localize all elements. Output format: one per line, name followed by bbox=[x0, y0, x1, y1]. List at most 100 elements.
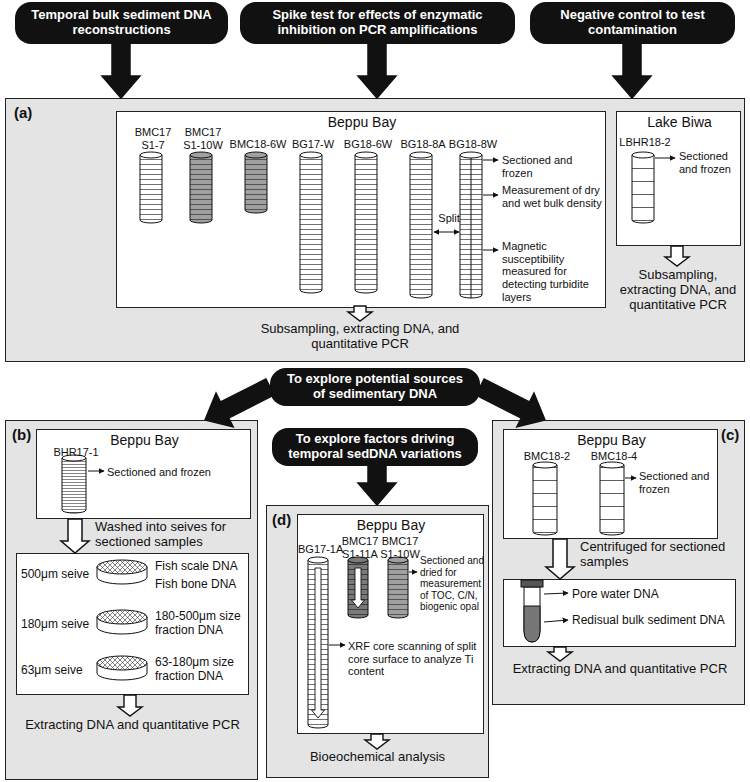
core-body bbox=[388, 560, 408, 618]
sieve-label: 500μm seive bbox=[21, 568, 97, 582]
sieve-mesh bbox=[97, 656, 147, 670]
core-top bbox=[460, 152, 482, 158]
hollow-arrow bbox=[61, 519, 89, 553]
leader-arrow bbox=[434, 232, 459, 233]
core-top bbox=[533, 462, 557, 468]
fraction-label: 180-500μm size fraction DNA bbox=[155, 610, 247, 638]
hollow-arrow bbox=[348, 306, 372, 321]
core-label: BMC18-2 bbox=[519, 450, 575, 463]
core-body bbox=[348, 560, 368, 618]
leader-arrow bbox=[544, 593, 568, 594]
note: Sectioned and frozen bbox=[679, 150, 739, 175]
step-label: Extracting DNA and quantitative PCR bbox=[500, 662, 740, 677]
tube-body bbox=[524, 587, 540, 642]
step-label: Extracting DNA and quantitative PCR bbox=[25, 718, 240, 733]
core-body bbox=[600, 465, 624, 535]
core-body bbox=[308, 560, 328, 728]
block-arrow bbox=[358, 466, 396, 505]
hollow-arrow bbox=[665, 246, 689, 266]
core-top bbox=[190, 152, 212, 158]
core-label: BMC17 S1-10W bbox=[378, 535, 422, 560]
block-arrow bbox=[205, 379, 274, 427]
core-body bbox=[632, 155, 654, 223]
goal-box: Negative control to test contamination bbox=[530, 2, 735, 44]
core-body bbox=[140, 155, 162, 223]
core-label: BG17-W bbox=[287, 138, 339, 151]
core-body bbox=[410, 155, 432, 298]
note: Split bbox=[435, 212, 463, 225]
core-top bbox=[245, 152, 267, 158]
leader-arrow bbox=[88, 471, 104, 472]
fraction-label: Fish bone DNA bbox=[155, 578, 247, 592]
core-label: BG18-8A bbox=[397, 138, 449, 151]
core-body bbox=[190, 155, 212, 223]
step-label: Subsampling, extracting DNA, and quantit… bbox=[250, 322, 470, 352]
note: Sectioned and frozen bbox=[502, 154, 604, 179]
goal-box: To explore potential sources of sediment… bbox=[270, 368, 480, 406]
core-top bbox=[388, 557, 408, 563]
note: Sectioned and frozen bbox=[107, 466, 247, 479]
core-top bbox=[140, 152, 162, 158]
goal-text: Negative control to test contamination bbox=[540, 8, 725, 38]
panel-letter: (d) bbox=[272, 511, 296, 528]
step-label: Bioeochemical analysis bbox=[272, 750, 483, 765]
panel-letter: (c) bbox=[721, 426, 743, 443]
core-label: BHR17-1 bbox=[48, 446, 104, 459]
core-top bbox=[300, 152, 322, 158]
edge-label: Washed into seives for sectioned samples bbox=[95, 520, 250, 550]
leader-arrow bbox=[483, 160, 498, 161]
goal-text: To explore factors driving temporal sedD… bbox=[282, 432, 468, 462]
core-label: LBHR18-2 bbox=[619, 136, 671, 149]
note: XRF core scanning of split core surface … bbox=[348, 640, 481, 678]
core-label: BMC17 S1-10W bbox=[177, 126, 229, 151]
goal-box: Temporal bulk sediment DNA reconstructio… bbox=[15, 2, 228, 44]
core-top bbox=[410, 152, 432, 158]
scan-arrow bbox=[312, 568, 325, 718]
panel-letter: (a) bbox=[14, 104, 44, 121]
note: Sectioned and dried for measurement of T… bbox=[420, 555, 484, 613]
hollow-arrow bbox=[118, 695, 142, 716]
hollow-arrow bbox=[546, 539, 574, 579]
block-arrow bbox=[102, 44, 140, 98]
sieve-label: 180μm seive bbox=[21, 618, 97, 632]
site-heading: Lake Biwa bbox=[637, 114, 722, 130]
note: Measurement of dry and wet bulk density bbox=[502, 184, 604, 209]
goal-box: Spike test for effects of enzymatic inhi… bbox=[240, 2, 515, 44]
step-label: Subsampling, extracting DNA, and quantit… bbox=[616, 268, 740, 313]
leader-arrow bbox=[625, 478, 636, 479]
site-heading: Beppu Bay bbox=[302, 114, 422, 130]
core-label: BMC17 S1-11A bbox=[338, 535, 382, 560]
leader-arrow bbox=[544, 620, 568, 622]
sieve-label: 63μm seive bbox=[21, 664, 97, 678]
core-body bbox=[300, 155, 322, 293]
tube-sediment bbox=[524, 606, 540, 642]
core-body bbox=[355, 155, 377, 293]
sediment-cores bbox=[62, 152, 654, 728]
core-top bbox=[348, 557, 368, 563]
fraction-label: Redisual bulk sediment DNA bbox=[572, 614, 732, 628]
core-label: BMC17 S1-7 bbox=[127, 126, 179, 151]
fraction-label: Fish scale DNA bbox=[155, 560, 247, 574]
leader-arrow bbox=[655, 158, 675, 159]
core-label: BG17-1A bbox=[298, 543, 342, 556]
hollow-arrow bbox=[548, 647, 572, 661]
core-label: BMC18-6W bbox=[229, 138, 287, 151]
core-body bbox=[245, 155, 267, 213]
scan-arrow bbox=[352, 568, 365, 608]
tube-cap bbox=[521, 580, 543, 587]
core-top bbox=[355, 152, 377, 158]
leader-arrow bbox=[329, 645, 345, 646]
site-heading: Beppu Bay bbox=[353, 517, 429, 533]
core-top bbox=[632, 152, 654, 158]
panel-letter: (b) bbox=[12, 426, 36, 443]
leader-arrow bbox=[483, 250, 498, 251]
fraction-label: 63-180μm size fraction DNA bbox=[155, 656, 247, 684]
core-top bbox=[600, 462, 624, 468]
core-label: BG18-6W bbox=[342, 138, 394, 151]
note: Magnetic susceptibility measured for det… bbox=[502, 240, 604, 303]
block-arrow bbox=[476, 379, 545, 427]
leader-arrow bbox=[483, 195, 498, 196]
fraction-label: Pore water DNA bbox=[572, 588, 732, 602]
core-top bbox=[308, 557, 328, 563]
